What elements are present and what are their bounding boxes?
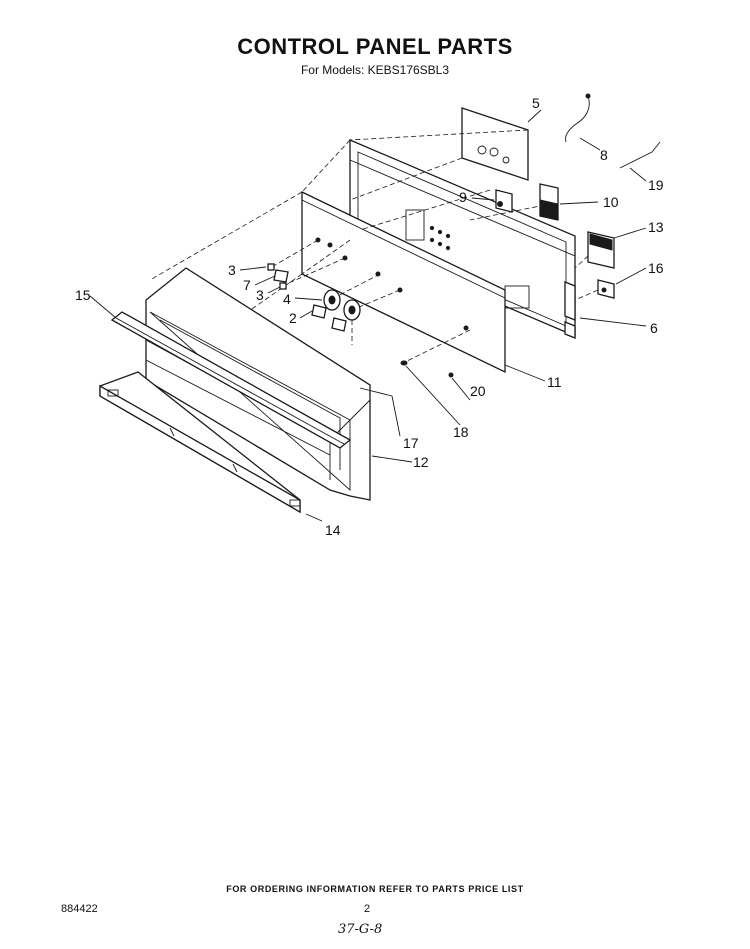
- callout-leaders: [89, 109, 647, 522]
- part-17-trim: [359, 387, 393, 397]
- part-10-relay: [539, 183, 559, 221]
- callout-19: 19: [648, 177, 664, 193]
- part-11-backing-board: [301, 190, 506, 374]
- callout-20: 20: [470, 383, 486, 399]
- callout-6: 6: [650, 320, 658, 336]
- part-14-trim-plate: [99, 371, 301, 514]
- part-9-switch: [495, 189, 513, 213]
- callout-5: 5: [532, 95, 540, 111]
- screws: [315, 237, 469, 378]
- part-8-wire: [565, 93, 591, 143]
- callout-11: 11: [547, 374, 562, 390]
- callout-18: 18: [453, 424, 469, 440]
- knob-parts: [267, 263, 361, 345]
- callout-16: 16: [648, 260, 664, 276]
- page-title: CONTROL PANEL PARTS: [237, 34, 513, 59]
- callout-17: 17: [403, 435, 419, 451]
- part-13-module: [587, 231, 615, 269]
- callout-9: 9: [459, 189, 467, 205]
- part-12-front-panel: [145, 267, 371, 501]
- callout-7: 7: [243, 277, 251, 293]
- part-5-overlay-plate: [461, 107, 529, 305]
- callout-15: 15: [75, 287, 91, 303]
- callout-10: 10: [603, 194, 619, 210]
- ordering-note: FOR ORDERING INFORMATION REFER TO PARTS …: [226, 884, 524, 894]
- callout-12: 12: [413, 454, 429, 470]
- callout-4: 4: [283, 291, 291, 307]
- callout-3-upper: 3: [228, 262, 236, 278]
- callout-14: 14: [325, 522, 341, 538]
- model-subtitle: For Models: KEBS176SBL3: [300, 63, 450, 77]
- callout-8: 8: [600, 147, 608, 163]
- handwritten-code: 37-G-8: [338, 922, 383, 937]
- callout-3-lower: 3: [256, 287, 264, 303]
- part-15-trim-strip: [110, 311, 352, 449]
- page-number: 2: [364, 903, 371, 915]
- part-16-clip: [597, 279, 615, 299]
- document-number: 884422: [61, 903, 98, 915]
- callout-13: 13: [648, 219, 664, 235]
- part-19-lead: [619, 141, 661, 169]
- callout-2: 2: [289, 310, 297, 326]
